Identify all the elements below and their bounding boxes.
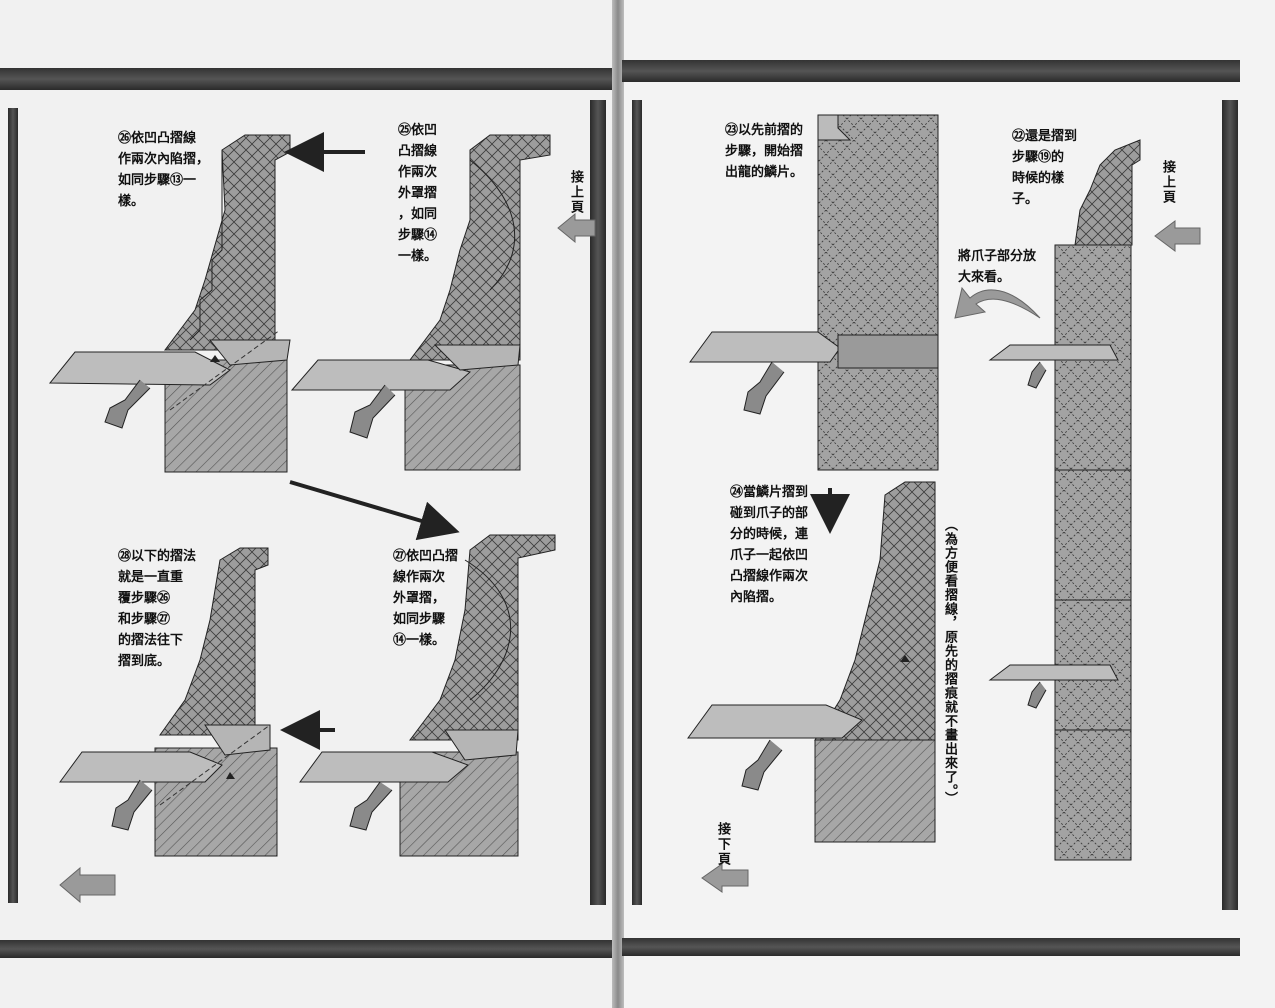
next-page-arrow-icon[interactable] bbox=[701, 863, 749, 893]
step27-text: ㉗依凹凸摺 線作兩次 外罩摺， 如同步驟 ⑭一樣。 bbox=[393, 549, 459, 648]
step28-text: ㉘以下的摺法 就是一直重 覆步驟㉖ 和步驟㉗ 的摺法往下 摺到底。 bbox=[118, 549, 197, 669]
step22-figure bbox=[988, 139, 1141, 861]
side-note: （為方便看摺線，原先的摺痕就不畫出來了。） bbox=[942, 518, 957, 806]
left-bottom-bar bbox=[0, 940, 612, 958]
left-inner-bar bbox=[590, 100, 606, 905]
enlarge-note: 將爪子部分放 大來看。 bbox=[958, 249, 1037, 285]
step27-figure bbox=[299, 534, 556, 857]
left-edge-bar bbox=[8, 108, 18, 903]
step23-figure bbox=[689, 114, 939, 471]
step25-figure bbox=[290, 134, 551, 471]
enlarge-arrow-icon bbox=[954, 286, 1041, 319]
step23-text: ㉓以先前摺的 步驟，開始摺 出龍的鱗片。 bbox=[725, 123, 804, 180]
continue-prev-label[interactable]: 接上頁 bbox=[568, 170, 583, 215]
right-inner-bar bbox=[632, 100, 642, 905]
prev-page-arrow-icon[interactable] bbox=[557, 212, 596, 244]
step25-text: ㉕依凹 凸摺線 作兩次 外罩摺 ，如同 步驟⑭ 一樣。 bbox=[398, 123, 438, 264]
book-gutter bbox=[612, 0, 624, 1008]
arrow-26-to-27 bbox=[289, 480, 460, 541]
step24-text: ㉔當鱗片摺到 碰到爪子的部 分的時候，連 爪子一起依凹 凸摺線作兩次 內陷摺。 bbox=[730, 485, 809, 605]
step26-text: ㉖依凹凸摺線 作兩次內陷摺， 如同步驟⑬一 樣。 bbox=[118, 131, 210, 209]
continue-next-label[interactable]: 接下頁 bbox=[715, 822, 730, 867]
prev-page-arrow-right-icon[interactable] bbox=[1154, 220, 1201, 252]
step24-figure bbox=[687, 481, 936, 843]
right-top-bar bbox=[622, 60, 1240, 82]
right-edge-bar bbox=[1222, 100, 1238, 910]
step26-figure bbox=[48, 134, 291, 473]
right-page bbox=[621, 0, 1275, 1008]
right-bottom-bar bbox=[622, 938, 1240, 956]
continue-prev-label-right[interactable]: 接上頁 bbox=[1160, 160, 1175, 205]
back-arrow-icon[interactable] bbox=[59, 866, 116, 904]
step22-text: ㉒還是摺到 步驟⑲的 時候的樣 子。 bbox=[1012, 129, 1078, 207]
step28-figure bbox=[59, 547, 278, 857]
left-top-bar bbox=[0, 68, 612, 90]
